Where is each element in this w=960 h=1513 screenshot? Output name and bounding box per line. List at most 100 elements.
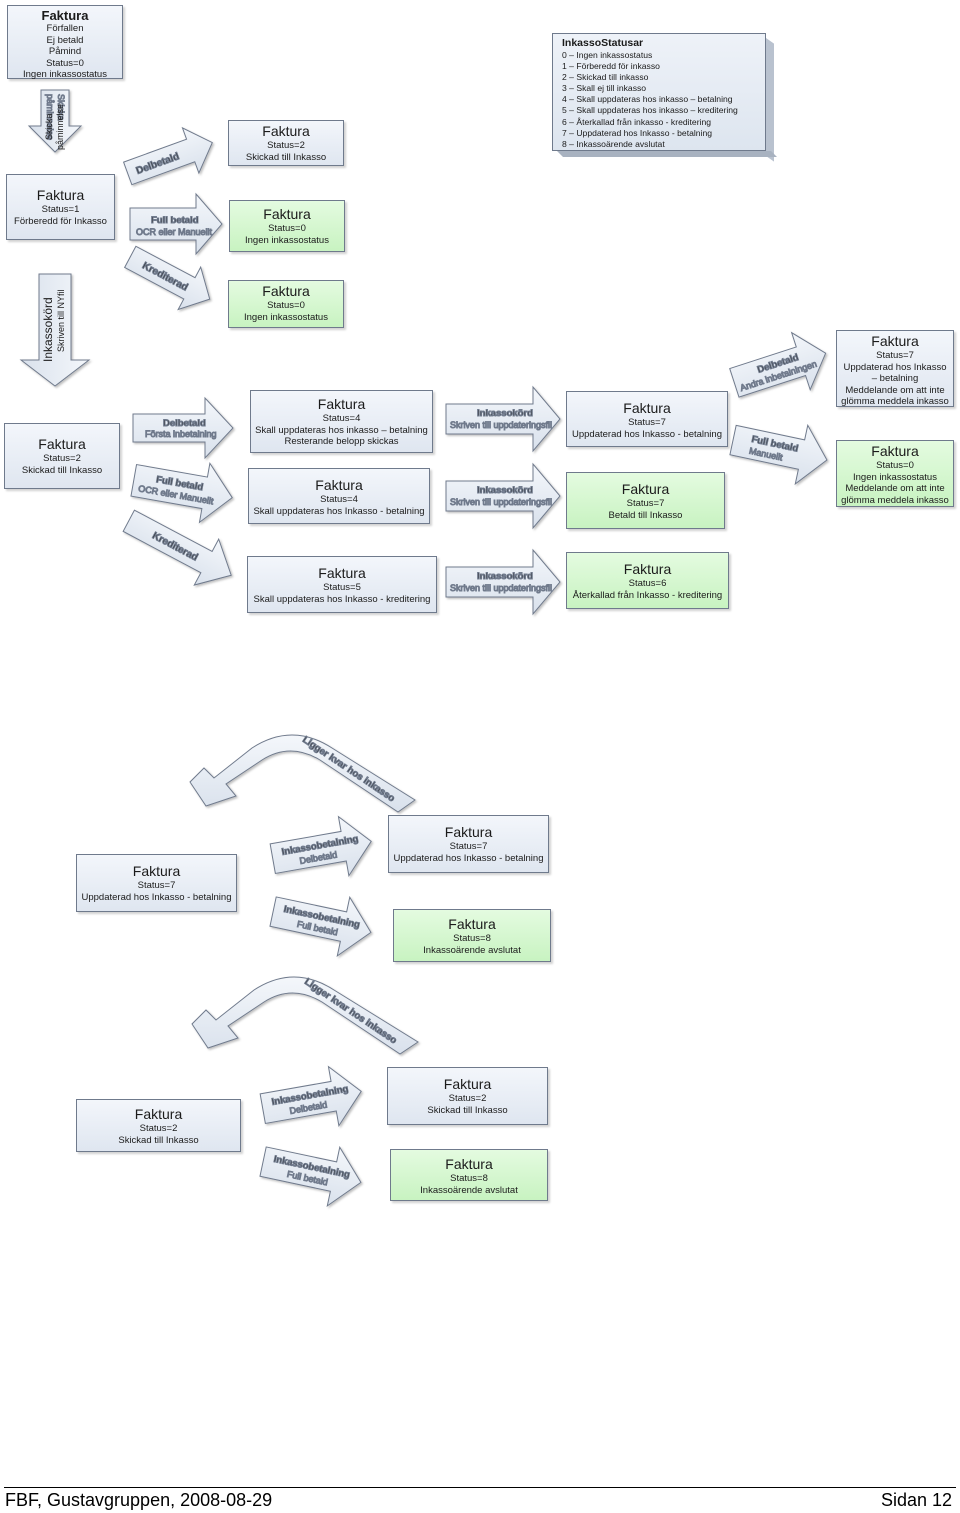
box-line: Inkassoärende avslutat [423,944,521,956]
invoice-box-overdue: Faktura Förfallen Ej betald Påmind Statu… [7,5,123,80]
arrow-krediterad-2: Krediterad [122,509,232,586]
box-line: Meddelande om att inte [845,483,945,494]
box-title: Faktura [262,283,310,299]
arrow-skicka-paminnelse: Skicka påminnelse [27,89,83,153]
box-line: Status=2 [139,1123,178,1134]
box-line: Ingen inkassostatus [23,69,107,80]
svg-text:Ligger kvar hos inkasso: Ligger kvar hos inkasso [302,976,398,1046]
box-title: Faktura [36,187,85,203]
box-title: Faktura [448,916,496,932]
svg-text:påminnelse: påminnelse [45,94,55,140]
arrow-full-betald-manuellt: Full betald Manuellt [729,423,828,486]
box-line: Status=4 [320,494,358,505]
box-line: glömma meddela inkasso [841,396,949,407]
box-title: Faktura [315,477,363,493]
box-line: Skall uppdateras hos inkasso – betalning [255,424,428,436]
box-line: Status=7 [137,880,176,891]
box-line: Status=7 [628,417,666,428]
invoice-box-status0-c: Faktura Status=0 Ingen inkassostatus Med… [836,440,954,507]
svg-text:Skicka: Skicka [56,94,66,121]
arrow-delbetald-andra: Delbetald Andra inbetalningen [729,331,827,398]
invoice-box-status8-a: Faktura Status=8 Inkassoärende avslutat [393,909,551,962]
footer-page-number: Sidan 12 [880,1490,952,1510]
invoice-box-status7-a: Faktura Status=7 Uppdaterad hos Inkasso … [566,391,728,447]
box-title: Faktura [871,333,919,349]
box-line: – betalning [871,373,919,384]
legend-item: 7 – Uppdaterad hos Inkasso - betalning [562,127,713,138]
arrow-inkassokord-2: Inkassokörd Skriven till uppdateringsfil [445,462,561,530]
box-title: Faktura [317,396,366,412]
legend-item: 5 – Skall uppdateras hos inkasso – kredi… [562,105,738,116]
invoice-box-status7-d: Faktura Status=7 Uppdaterad hos Inkasso … [76,854,237,912]
legend-item: 3 – Skall ej till inkasso [562,83,647,94]
box-title: Faktura [623,561,672,577]
box-line: Ej betald [46,34,84,46]
legend-item: 1 – Förberedd för inkasso [562,61,660,72]
box-title: Faktura [41,8,89,23]
svg-text:påminnelse: påminnelse [55,104,65,150]
invoice-box-status7-b: Faktura Status=7 Uppdaterad hos Inkasso … [836,330,954,407]
invoice-box-status4-b: Faktura Status=4 Skall uppdateras hos In… [248,468,430,524]
svg-text:Inkassokörd: Inkassokörd [41,297,55,362]
box-line: Ingen inkassostatus [245,234,329,246]
invoice-box-status8-b: Faktura Status=8 Inkassoärende avslutat [390,1149,548,1201]
invoice-box-status0-b: Faktura Status=0 Ingen inkassostatus [228,280,344,328]
box-line: Skickad till Inkasso [21,464,103,476]
svg-text:Skriven till uppdateringsfil: Skriven till uppdateringsfil [450,497,552,507]
svg-text:Full betald: Full betald [151,215,199,226]
box-line: Status=2 [267,140,305,151]
legend-item: 0 – Ingen inkassostatus [562,50,653,60]
box-title: Faktura [621,481,670,497]
box-line: glömma meddela inkasso [841,494,949,506]
box-line: Påmind [48,46,82,57]
svg-text:Inkassokörd: Inkassokörd [477,571,533,582]
box-line: Skall uppdateras hos Inkasso - krediteri… [253,593,431,605]
box-line: Status=0 [268,223,306,234]
box-title: Faktura [318,565,366,581]
box-title: Faktura [38,436,86,452]
box-title: Faktura [132,863,181,879]
box-title: Faktura [871,443,919,459]
box-line: Status=4 [322,413,361,424]
box-line: Status=8 [450,1173,488,1184]
box-line: Uppdaterad hos Inkasso - betalning [81,891,232,903]
arrow-inkassokord-3: Inkassokörd Skriven till uppdateringsfil [445,548,561,616]
legend-3d-bottom [557,151,777,157]
box-title: Faktura [444,824,493,840]
invoice-box-status0-a: Faktura Status=0 Ingen inkassostatus [229,200,345,252]
svg-text:Skriven till uppdateringsfil: Skriven till uppdateringsfil [450,420,552,430]
box-line: Status=1 [41,204,80,215]
box-line: Status=0 [46,57,84,69]
arrow-full-betald-2: Full betald OCR eller Manuellt [130,461,233,524]
box-title: Faktura [263,206,311,222]
invoice-box-status6: Faktura Status=6 Återkallad från Inkasso… [566,552,729,609]
svg-text:OCR eller Manuellt: OCR eller Manuellt [136,227,213,237]
legend-3d-side [766,38,774,162]
arrow-inkassokord-1: Inkassokörd Skriven till uppdateringsfil [445,385,561,453]
legend-item: 8 – Inkassoärende avslutat [562,138,665,149]
footer-rule [4,1487,956,1488]
box-line: Skall uppdateras hos Inkasso - betalning [253,505,425,517]
legend-item: 2 – Skickad till inkasso [562,72,649,83]
status-legend: InkassoStatusar 0 – Ingen inkassostatus … [552,33,766,151]
arrow-delbetald-1: Delbetald [122,126,213,186]
arrow-ligger-kvar-1: Ligger kvar hos inkasso [189,734,416,813]
box-title: Faktura [134,1106,183,1122]
legend-item: 4 – Skall uppdateras hos inkasso – betal… [562,94,733,105]
arrow-full-betald-1: Full betald OCR eller Manuellt [129,192,223,256]
box-title: Faktura [623,400,671,416]
box-line: Återkallad från Inkasso - kreditering [572,589,723,601]
arrow-krediterad-1: Krediterad [123,245,211,311]
invoice-box-status2-c: Faktura Status=2 Skickad till Inkasso [387,1067,548,1125]
box-line: Ingen inkassostatus [853,471,937,483]
invoice-box-status2-b: Faktura Status=2 Skickad till Inkasso [4,423,120,489]
invoice-box-status4-a: Faktura Status=4 Skall uppdateras hos in… [250,390,433,453]
box-line: Status=8 [453,933,491,944]
box-line: Förfallen [46,23,84,34]
box-line: Status=6 [628,578,667,589]
svg-text:Ligger kvar hos inkasso: Ligger kvar hos inkasso [300,734,396,804]
svg-text:Inkassokörd: Inkassokörd [477,485,533,496]
box-line: Betald till Inkasso [608,509,683,521]
box-line: Förberedd för Inkasso [14,215,107,227]
svg-text:Inkassokörd: Inkassokörd [477,408,533,419]
